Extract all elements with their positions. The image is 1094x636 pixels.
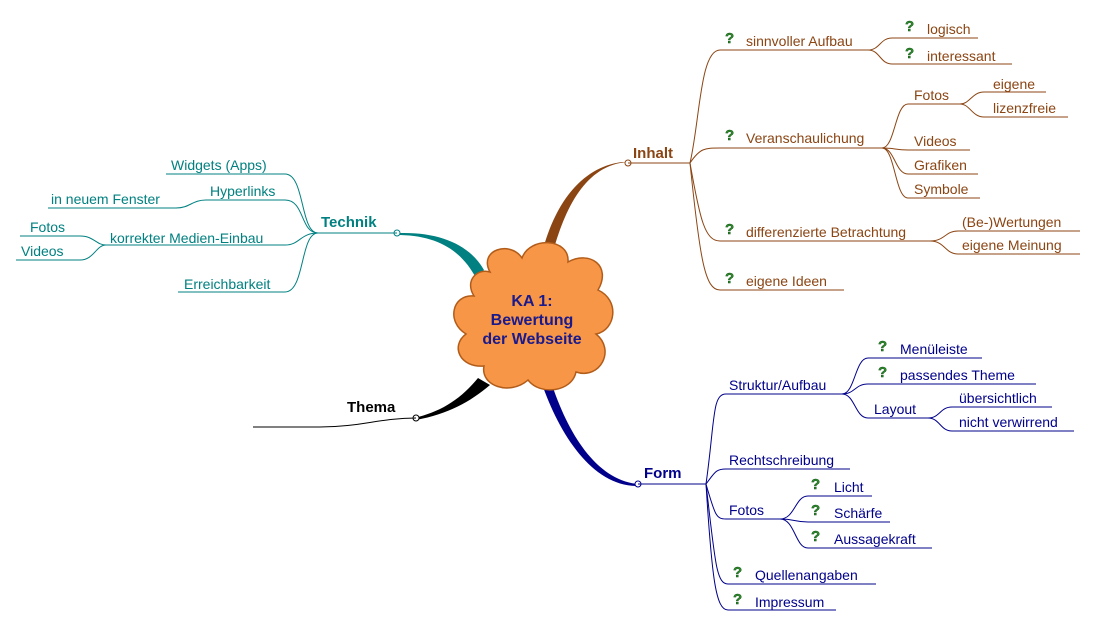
svg-text:?: ? (878, 338, 887, 354)
central-cloud (453, 242, 614, 391)
question-mark-icon[interactable]: ? (810, 528, 822, 544)
branch-form[interactable]: Form (644, 465, 682, 482)
svg-text:?: ? (905, 45, 914, 61)
branch-technik-connector (400, 232, 484, 278)
svg-text:?: ? (811, 502, 820, 518)
topic-symbole[interactable]: Symbole (914, 181, 969, 197)
topic-in-neuem-fenster[interactable]: in neuem Fenster (51, 191, 160, 207)
topic-eigene-meinung[interactable]: eigene Meinung (962, 237, 1062, 253)
topic-logisch[interactable]: logisch (927, 21, 971, 37)
topic-eigene-ideen[interactable]: eigene Ideen (746, 273, 827, 289)
svg-text:?: ? (878, 364, 887, 380)
central-topic-line-2: Bewertung (490, 312, 574, 329)
topic-sinnvoller-aufbau[interactable]: sinnvoller Aufbau (746, 33, 853, 49)
topic-medien-einbau[interactable]: korrekter Medien-Einbau (110, 230, 264, 246)
topic-passendes-theme[interactable]: passendes Theme (900, 367, 1015, 383)
topic-rechtschreibung[interactable]: Rechtschreibung (729, 452, 835, 468)
topic-licht[interactable]: Licht (834, 479, 864, 495)
branch-thema-connector (414, 378, 490, 420)
topic-erreichbarkeit[interactable]: Erreichbarkeit (184, 276, 271, 292)
topic-eigene[interactable]: eigene (993, 76, 1036, 92)
topic-veranschaulichung[interactable]: Veranschaulichung (746, 130, 865, 146)
topic-nicht-verwirrend[interactable]: nicht verwirrend (959, 414, 1058, 430)
svg-text:?: ? (811, 476, 820, 492)
topic-impressum[interactable]: Impressum (755, 594, 825, 610)
topic-interessant[interactable]: interessant (927, 48, 996, 64)
topic-videos-technik[interactable]: Videos (21, 243, 64, 259)
topic-widgets[interactable]: Widgets (Apps) (171, 157, 267, 173)
question-mark-icon[interactable]: ? (904, 45, 916, 61)
topic-layout[interactable]: Layout (874, 401, 917, 417)
topic-schaerfe[interactable]: Schärfe (834, 505, 883, 521)
svg-text:?: ? (725, 30, 734, 46)
topic-uebersichtlich[interactable]: übersichtlich (959, 390, 1037, 406)
svg-text:?: ? (733, 591, 742, 607)
topic-hyperlinks[interactable]: Hyperlinks (210, 183, 276, 199)
svg-text:?: ? (725, 270, 734, 286)
topic-struktur-aufbau[interactable]: Struktur/Aufbau (729, 377, 827, 393)
question-mark-icon[interactable]: ? (724, 221, 736, 237)
branch-inhalt[interactable]: Inhalt (633, 145, 673, 162)
central-topic-line-3: der Webseite (482, 331, 582, 348)
question-mark-icon[interactable]: ? (877, 364, 889, 380)
question-mark-icon[interactable]: ? (810, 502, 822, 518)
svg-text:?: ? (905, 18, 914, 34)
topic-differenzierte-betrachtung[interactable]: differenzierte Betrachtung (746, 224, 907, 240)
topic-fotos-inhalt[interactable]: Fotos (914, 87, 950, 103)
svg-text:?: ? (811, 528, 820, 544)
question-mark-icon[interactable]: ? (724, 30, 736, 46)
topic-fotos-form[interactable]: Fotos (729, 502, 765, 518)
question-mark-icon[interactable]: ? (877, 338, 889, 354)
question-mark-icon[interactable]: ? (732, 564, 744, 580)
topic-fotos-technik[interactable]: Fotos (30, 219, 66, 235)
svg-text:?: ? (733, 564, 742, 580)
question-mark-icon[interactable]: ? (724, 127, 736, 143)
topic-aussagekraft[interactable]: Aussagekraft (834, 531, 916, 547)
svg-text:?: ? (725, 127, 734, 143)
branch-technik[interactable]: Technik (321, 214, 377, 231)
topic-grafiken[interactable]: Grafiken (914, 157, 967, 173)
topic-quellenangaben[interactable]: Quellenangaben (755, 567, 858, 583)
question-mark-icon[interactable]: ? (732, 591, 744, 607)
topic-bewertungen[interactable]: (Be-)Wertungen (962, 214, 1062, 230)
branch-thema[interactable]: Thema (347, 399, 396, 416)
question-mark-icon[interactable]: ? (810, 476, 822, 492)
topic-videos-inhalt[interactable]: Videos (914, 133, 957, 149)
central-topic-line-1: KA 1: (511, 293, 553, 310)
topic-lizenzfreie[interactable]: lizenzfreie (993, 100, 1057, 116)
question-mark-icon[interactable]: ? (724, 270, 736, 286)
topic-menueleiste[interactable]: Menüleiste (900, 341, 968, 357)
central-topic: KA 1: Bewertung der Webseite (462, 292, 602, 349)
question-mark-icon[interactable]: ? (904, 18, 916, 34)
svg-text:?: ? (725, 221, 734, 237)
